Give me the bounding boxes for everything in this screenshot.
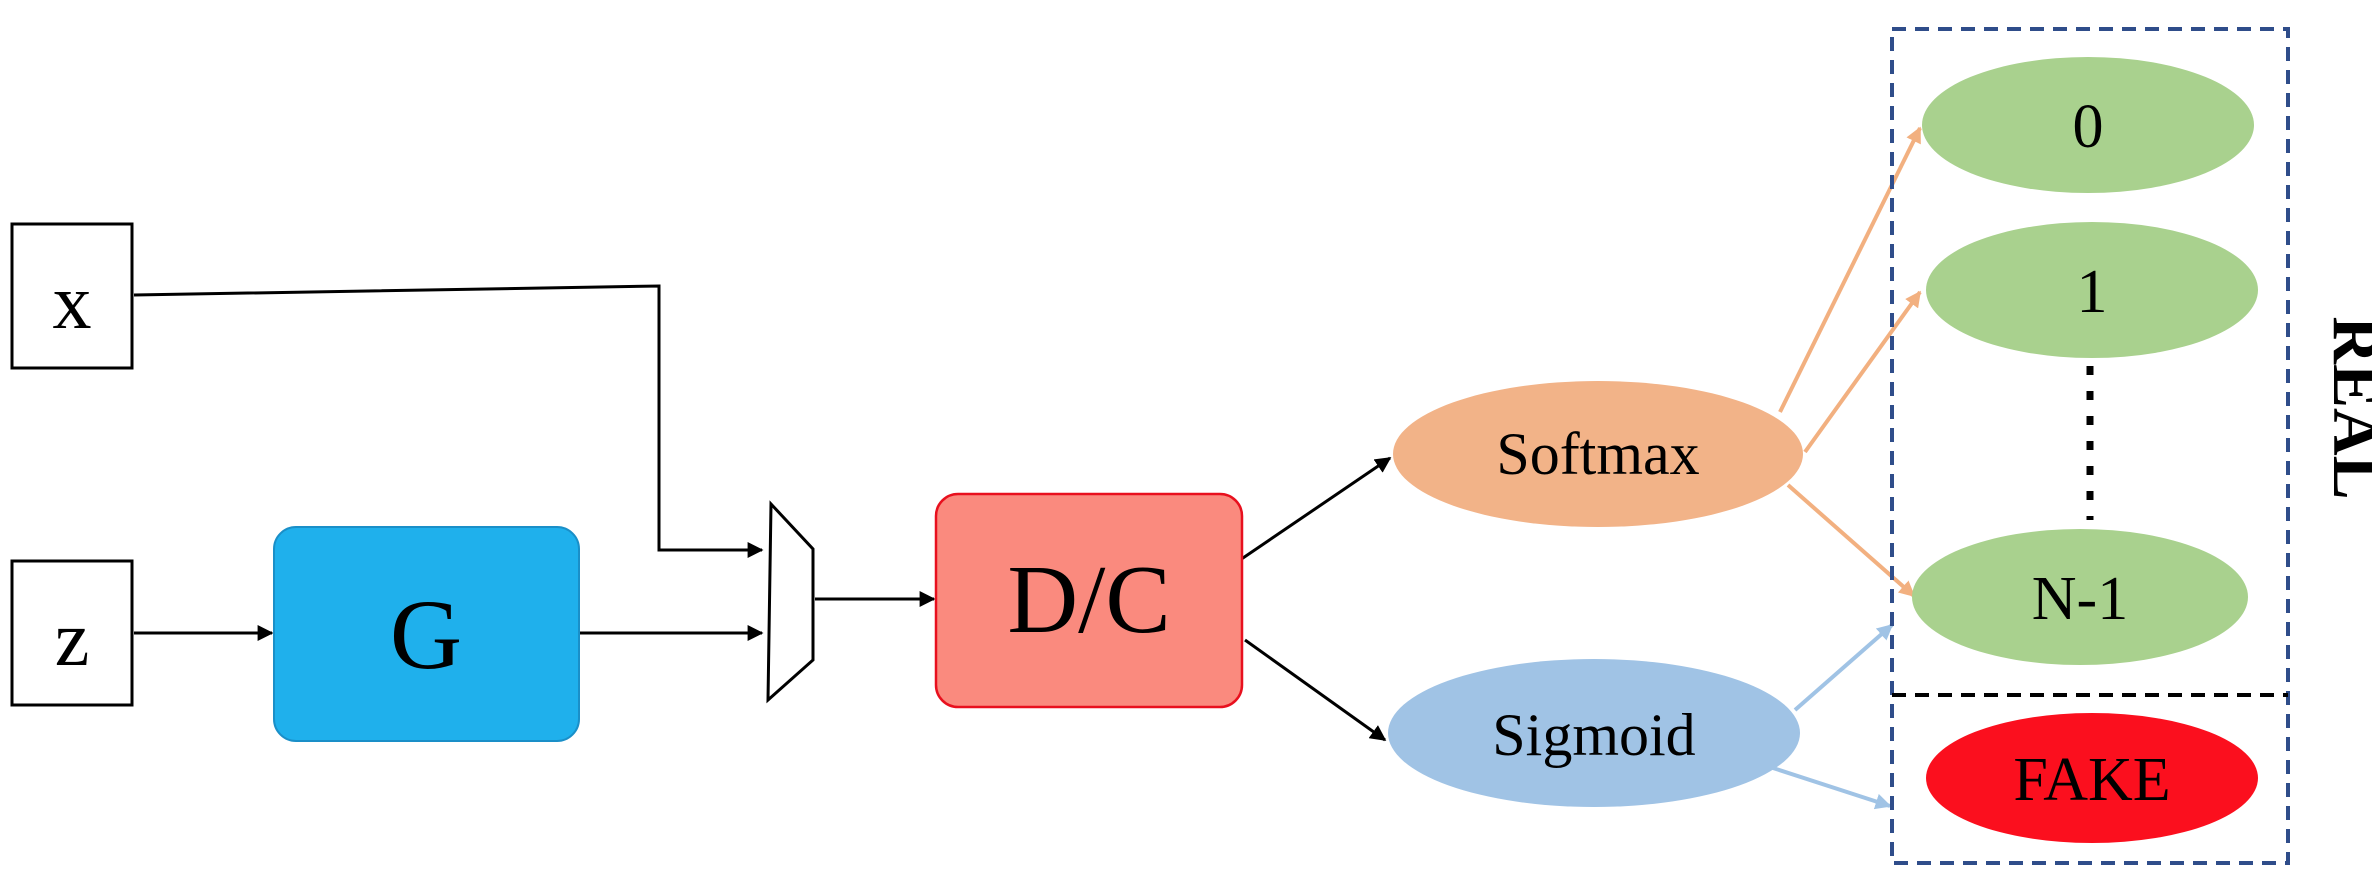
softmax-label: Softmax: [1496, 421, 1699, 487]
generator-block: G: [273, 526, 580, 742]
input-z-box: z: [10, 559, 134, 707]
x-to-concat-line: [133, 284, 764, 558]
input-z-label: z: [55, 595, 90, 682]
dc-to-sigmoid-arrow: [1244, 638, 1387, 742]
input-x-label: x: [53, 258, 92, 345]
black-connectors: [133, 284, 1392, 742]
generator-label: G: [390, 579, 462, 690]
class-n-minus-1-label: N-1: [2032, 565, 2128, 633]
dc-to-softmax-arrow: [1239, 456, 1392, 562]
sigmoid-to-real-arrow: [1793, 623, 1894, 712]
class-1-label: 1: [2077, 258, 2108, 326]
softmax-head: Softmax: [1393, 381, 1803, 527]
output-frame: [1890, 27, 2290, 865]
sigmoid-label: Sigmoid: [1492, 702, 1695, 768]
softmax-to-classN1-arrow: [1786, 483, 1916, 598]
fake-label: FAKE: [2013, 746, 2170, 814]
concat-trapezoid: [766, 500, 815, 704]
softmax-arrows: [1778, 126, 1922, 598]
class-0-label: 0: [2073, 93, 2104, 161]
class-1-node: 1: [1926, 222, 2258, 358]
sigmoid-head: Sigmoid: [1388, 659, 1800, 807]
softmax-to-class1-arrow: [1803, 290, 1922, 454]
class-0-node: 0: [1922, 57, 2254, 193]
fake-node: FAKE: [1926, 713, 2258, 843]
discriminator-classifier-block: D/C: [934, 492, 1244, 709]
softmax-to-class0-arrow: [1778, 126, 1922, 413]
class-n-minus-1-node: N-1: [1912, 529, 2248, 665]
real-label: REAL: [2319, 316, 2372, 499]
input-x-box: x: [10, 222, 134, 370]
sigmoid-to-fake-arrow: [1772, 766, 1892, 810]
sigmoid-arrows: [1772, 623, 1894, 810]
discriminator-classifier-label: D/C: [1007, 546, 1170, 654]
